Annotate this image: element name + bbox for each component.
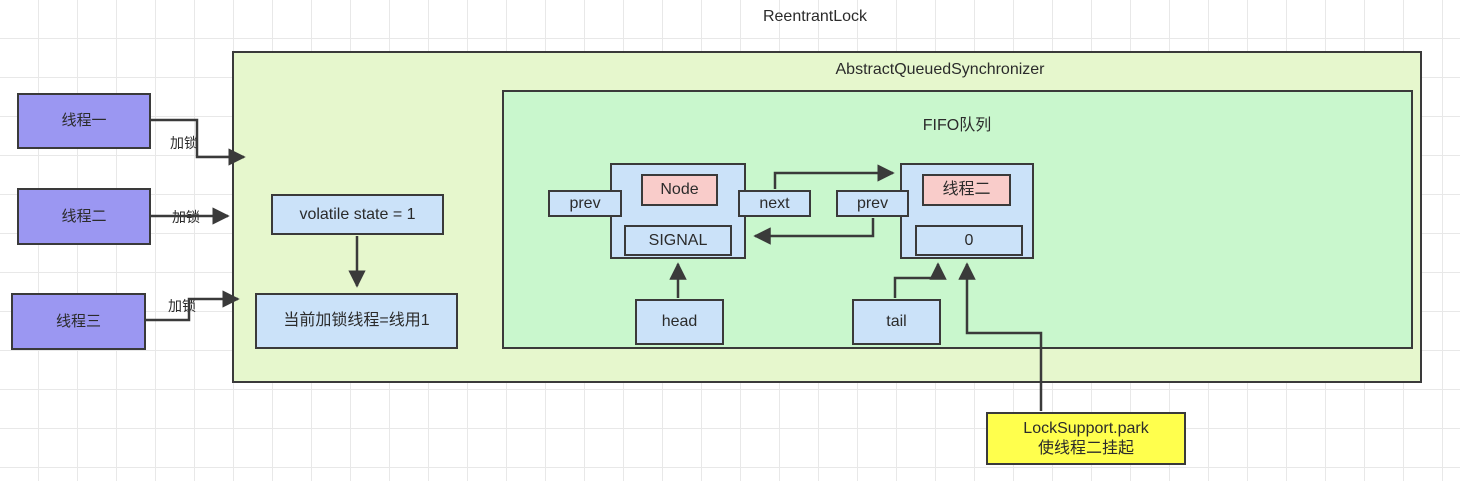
thread-label-2: 线程二: [61, 207, 107, 225]
node1-next-label: next: [759, 194, 790, 212]
fifo-title: FIFO队列: [922, 117, 992, 134]
reentrant-lock-title: ReentrantLock: [762, 8, 868, 25]
lock-edge-label-1: 加锁: [170, 135, 198, 151]
volatile-state-label: volatile state = 1: [299, 205, 416, 223]
aqs-title: AbstractQueuedSynchronizer: [835, 61, 1045, 78]
current-lock-owner-box[interactable]: 当前加锁线程=线用1: [255, 293, 458, 349]
thread-box-3[interactable]: 线程三: [11, 293, 146, 350]
lock-edge-label-3: 加锁: [168, 298, 196, 314]
current-lock-owner-label: 当前加锁线程=线用1: [283, 312, 430, 330]
node1-waitstatus-label: SIGNAL: [648, 231, 708, 249]
node1-waitstatus-box[interactable]: SIGNAL: [624, 225, 732, 256]
node2-thread-label: 线程二: [942, 181, 991, 199]
node2-prev-label: prev: [856, 194, 889, 212]
tail-pointer-label: tail: [886, 313, 907, 331]
lock-support-park-line2: 使线程二挂起: [1037, 439, 1134, 457]
node2-waitstatus-box[interactable]: 0: [915, 225, 1023, 256]
node1-prev-label: prev: [569, 194, 601, 212]
tail-pointer-box[interactable]: tail: [852, 299, 941, 345]
thread-label-1: 线程一: [61, 112, 107, 129]
lock-edge-label-2: 加锁: [172, 209, 200, 225]
node2-waitstatus-label: 0: [964, 231, 974, 249]
lock-support-park-line1: LockSupport.park: [1023, 420, 1149, 438]
node1-prev-box[interactable]: prev: [548, 190, 622, 217]
thread-box-1[interactable]: 线程一: [17, 93, 151, 149]
head-pointer-box[interactable]: head: [635, 299, 724, 345]
lock-support-park-box[interactable]: LockSupport.park 使线程二挂起: [986, 412, 1186, 465]
head-pointer-label: head: [661, 313, 698, 331]
node2-thread-box[interactable]: 线程二: [922, 174, 1011, 206]
node-type-label: Node: [660, 181, 699, 199]
thread-box-2[interactable]: 线程二: [17, 188, 151, 245]
node1-next-box[interactable]: next: [738, 190, 811, 217]
node-type-box[interactable]: Node: [641, 174, 718, 206]
volatile-state-box[interactable]: volatile state = 1: [271, 194, 444, 235]
node2-prev-box[interactable]: prev: [836, 190, 909, 217]
thread-label-3: 线程三: [55, 312, 101, 330]
